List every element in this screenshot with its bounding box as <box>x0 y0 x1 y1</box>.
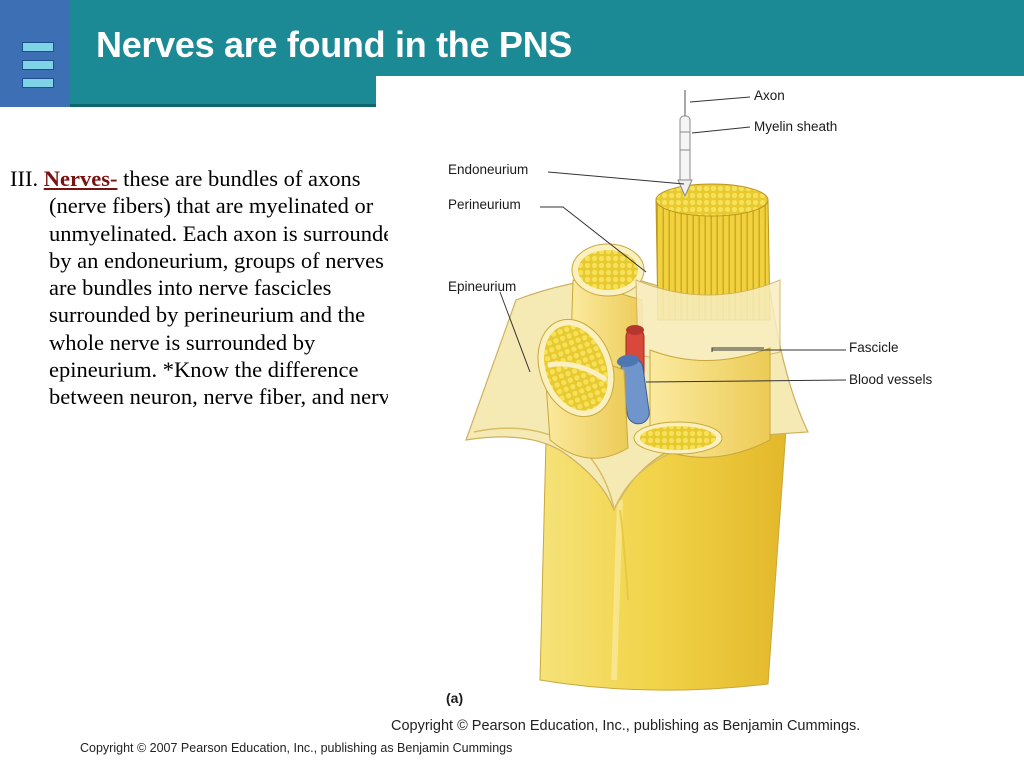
panel-label: (a) <box>446 690 464 706</box>
figure-credit: Copyright © Pearson Education, Inc., pub… <box>391 718 861 734</box>
nerve-trunk <box>539 429 787 691</box>
label-axon: Axon <box>754 88 785 103</box>
slide-footer: Copyright © 2007 Pearson Education, Inc.… <box>80 741 513 755</box>
label-myelin-sheath: Myelin sheath <box>754 119 838 134</box>
label-blood-vessels: Blood vessels <box>849 372 933 387</box>
list-number: III. <box>10 166 44 191</box>
label-perineurium: Perineurium <box>448 197 521 212</box>
logo-bar <box>22 42 54 52</box>
label-epineurium: Epineurium <box>448 279 517 294</box>
body-paragraph: III. Nerves- these are bundles of axons … <box>10 165 409 411</box>
logo-bar <box>22 60 54 70</box>
header-band <box>0 0 1024 76</box>
term-nerves: Nerves- <box>43 166 118 191</box>
label-fascicle: Fascicle <box>849 340 899 355</box>
logo-bar <box>22 78 54 88</box>
nerve-anatomy-figure: Axon Myelin sheath Endoneurium Perineuri… <box>388 80 1024 740</box>
body-text: these are bundles of axons (nerve fibers… <box>49 166 406 410</box>
header-rule <box>70 104 376 107</box>
myelin-sheath <box>679 115 691 187</box>
slide-logo-icon <box>0 0 70 107</box>
label-endoneurium: Endoneurium <box>448 162 529 177</box>
axon-bundle-cut-face <box>655 183 769 217</box>
slide-title: Nerves are found in the PNS <box>96 24 573 65</box>
nerve-illustration <box>465 90 847 691</box>
